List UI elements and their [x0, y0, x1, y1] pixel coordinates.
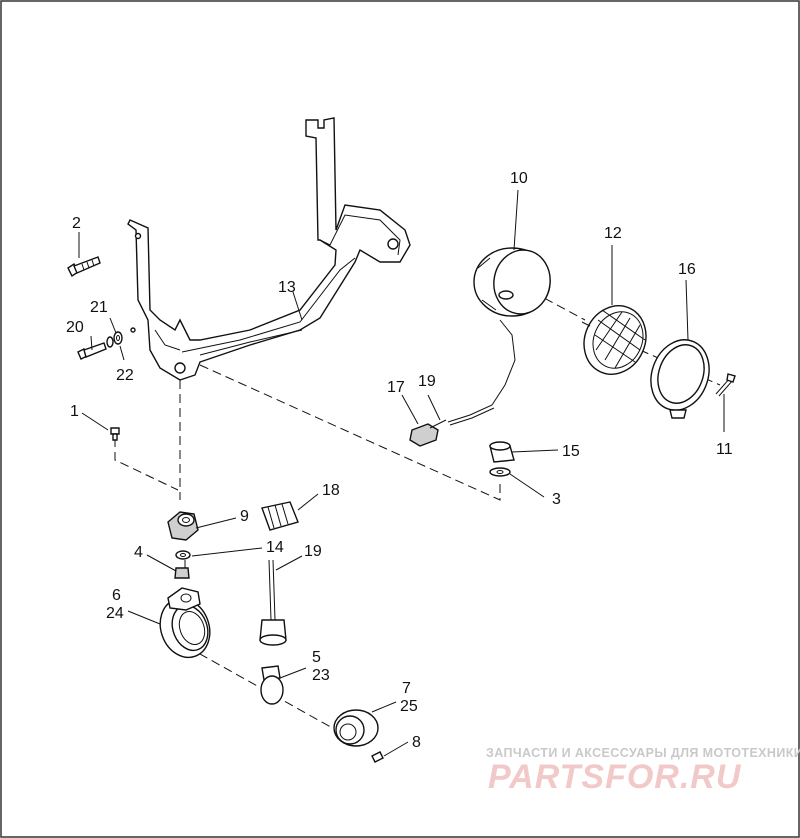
callout-21: 21	[90, 299, 108, 316]
clamp-part-9	[167, 511, 199, 541]
lamp-housing-part-6	[159, 587, 211, 659]
callout-12: 12	[604, 225, 622, 242]
washer-part-3	[489, 467, 511, 477]
sealed-beam-part-12	[581, 305, 647, 375]
callout-22: 22	[116, 367, 134, 384]
screw-part-8	[371, 751, 384, 763]
callout-labels: 1 2 3 4 5 23 6 24 7 25 8 9 10 11 12 13 1…	[66, 170, 733, 751]
callout-14: 14	[266, 539, 284, 556]
callout-13: 13	[278, 279, 296, 296]
rubber-mount-part-15	[489, 441, 515, 463]
callout-1: 1	[70, 403, 79, 420]
bolt-and-washers-parts-20-21-22	[77, 331, 123, 360]
trim-ring-part-16	[650, 339, 710, 419]
callout-2: 2	[72, 215, 81, 232]
washer-part-14	[175, 550, 191, 560]
callout-9: 9	[240, 508, 249, 525]
callout-17: 17	[387, 379, 405, 396]
callout-25: 25	[400, 698, 418, 715]
callout-11: 11	[716, 441, 733, 458]
callout-18: 18	[322, 482, 340, 499]
callout-8: 8	[412, 734, 421, 751]
callout-10: 10	[510, 170, 528, 187]
headlamp-mounting-bracket	[127, 117, 411, 381]
callout-6: 6	[112, 587, 121, 604]
wire-part-19-upper	[447, 319, 516, 426]
callout-5: 5	[312, 649, 321, 666]
callout-leader-lines	[78, 189, 725, 757]
callout-19-lower: 19	[304, 543, 322, 560]
screw-part-11	[715, 373, 736, 397]
connector-part-18	[261, 501, 299, 531]
callout-24: 24	[106, 605, 124, 622]
socket-wire-part-19-lower	[259, 559, 287, 646]
lens-part-7	[333, 709, 379, 747]
callout-7: 7	[402, 680, 411, 697]
bulb-part-5	[260, 665, 284, 705]
callout-3: 3	[552, 491, 561, 508]
nut-part-4	[174, 567, 190, 579]
headlamp-shell-part-10	[473, 247, 551, 317]
watermark: ЗАПЧАСТИ И АКСЕССУАРЫ ДЛЯ МОТОТЕХНИКИ PA…	[486, 746, 800, 796]
callout-23: 23	[312, 667, 330, 684]
callout-4: 4	[134, 544, 143, 561]
bolt-part-2	[67, 256, 101, 278]
watermark-tagline: ЗАПЧАСТИ И АКСЕССУАРЫ ДЛЯ МОТОТЕХНИКИ	[486, 746, 800, 760]
callout-15: 15	[562, 443, 580, 460]
callout-20: 20	[66, 319, 84, 336]
callout-16: 16	[678, 261, 696, 278]
watermark-logo: PARTSFOR.RU	[488, 758, 742, 796]
connector-part-17	[409, 419, 447, 447]
screw-part-1	[110, 427, 120, 441]
callout-19-upper: 19	[418, 373, 436, 390]
